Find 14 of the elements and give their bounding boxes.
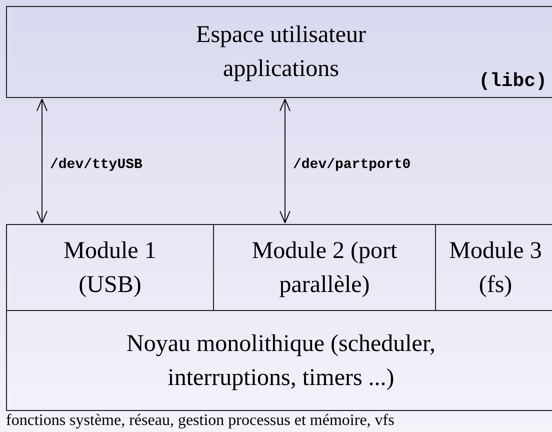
module-label: Module 2 (port parallèle) bbox=[250, 236, 398, 300]
edge-label: /dev/partport0 bbox=[293, 156, 411, 175]
edge-label: /dev/ttyUSB bbox=[50, 156, 142, 175]
module-label: Module 3 (fs) bbox=[448, 236, 543, 300]
double-arrow bbox=[36, 98, 48, 224]
module-label: Module 1 (USB) bbox=[62, 236, 158, 300]
box-title: Espace utilisateur applications bbox=[195, 21, 367, 84]
kernel-text: Noyau monolithique (scheduler, interruptions, timers ...) bbox=[126, 330, 436, 392]
module-box bbox=[6, 224, 214, 311]
user-space-box bbox=[6, 6, 552, 98]
kernel-box bbox=[6, 310, 552, 411]
library-label: (libc) bbox=[478, 68, 547, 94]
double-arrow bbox=[280, 98, 290, 224]
note-text: fonctions système, réseau, gestion processus et mémoire, vfs bbox=[6, 411, 394, 430]
